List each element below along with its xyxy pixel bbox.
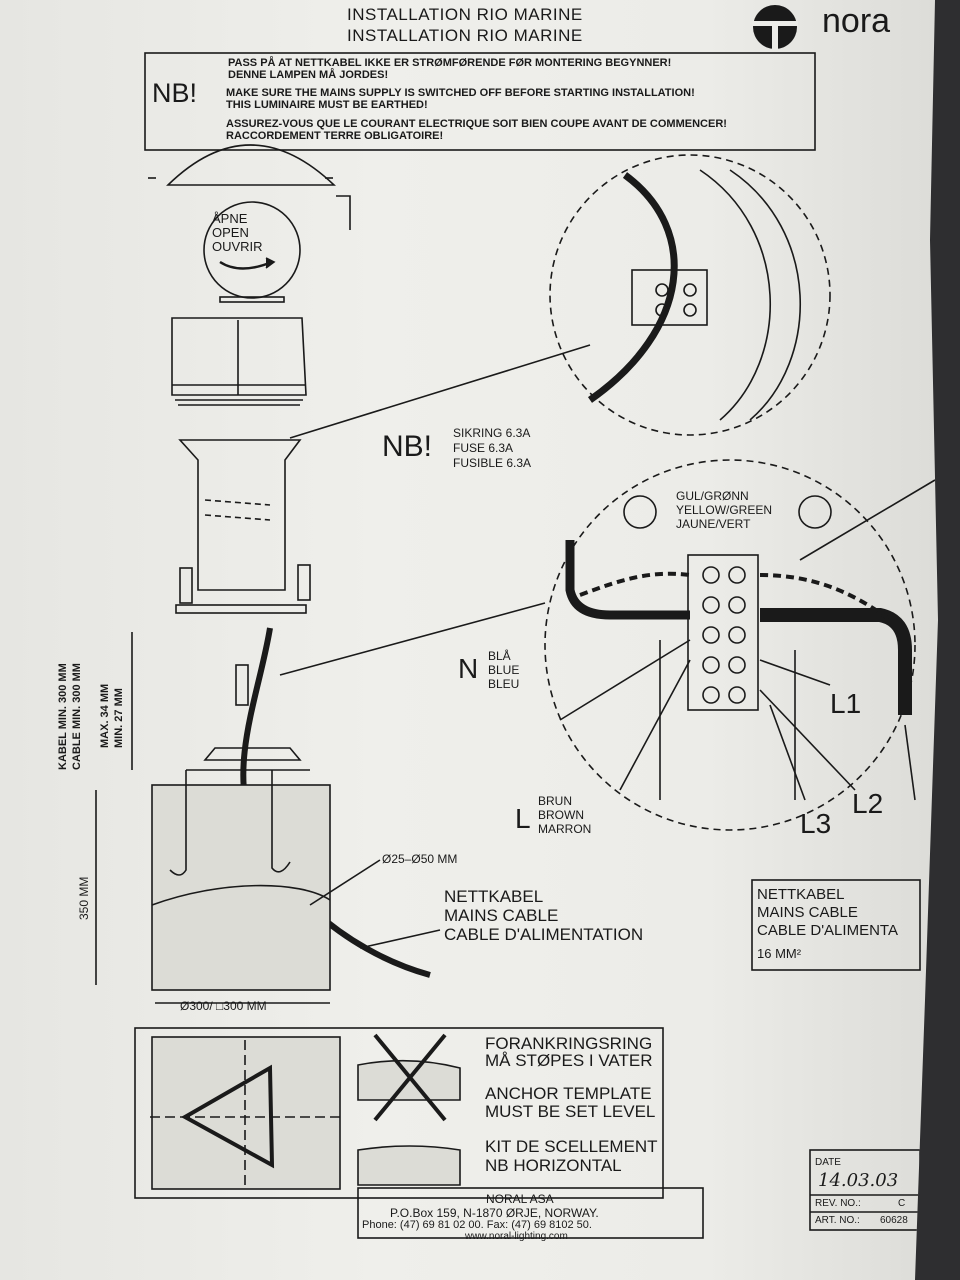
title-line-2: INSTALLATION RIO MARINE (347, 26, 583, 45)
mains-cable-fr: CABLE D'ALIMENTATION (444, 925, 644, 944)
mains-cable-en: MAINS CABLE (444, 906, 559, 925)
brand-name: nora (822, 2, 891, 40)
instruction-sheet: INSTALLATION RIO MARINE INSTALLATION RIO… (0, 0, 938, 1280)
anchor-line-6: NB HORIZONTAL (485, 1156, 622, 1175)
conduit-dim: Ø25–Ø50 MM (382, 852, 458, 866)
footer-web: www.noral-lighting.com (465, 1231, 568, 1242)
fuse-terminal-block (631, 269, 708, 326)
live-fr: MARRON (538, 822, 592, 836)
warning-box (144, 52, 816, 151)
open-label-no: ÅPNE (212, 211, 248, 226)
anchor-line-2: MÅ STØPES I VATER (485, 1051, 653, 1070)
base-dim: Ø300/ □300 MM (180, 999, 267, 1013)
anchor-line-3: ANCHOR TEMPLATE (485, 1084, 652, 1103)
fuse-detail-circle (549, 154, 831, 436)
earth-label-en: YELLOW/GREEN (676, 503, 773, 517)
depth-dim: 350 MM (77, 876, 91, 920)
phase-l3: L3 (800, 808, 832, 839)
neutral-no: BLÅ (488, 649, 511, 663)
live-no: BRUN (538, 794, 573, 808)
earth-label-no: GUL/GRØNN (676, 489, 749, 503)
anchor-line-4: MUST BE SET LEVEL (485, 1102, 656, 1121)
warning-fr-1: ASSUREZ-VOUS QUE LE COURANT ELECTRIQUE S… (226, 118, 727, 130)
fuse-line-2: FUSE 6.3A (453, 441, 514, 455)
open-label-en: OPEN (212, 225, 249, 240)
footer-box (357, 1187, 704, 1239)
earth-label-fr: JAUNE/VERT (676, 517, 751, 531)
min-dim: MIN. 27 MM (113, 688, 125, 748)
max-dim: MAX. 34 MM (99, 683, 111, 748)
anchor-line-5: KIT DE SCELLEMENT (485, 1137, 658, 1156)
warning-nb: NB! (152, 78, 198, 108)
wiring-detail-circle (544, 459, 916, 831)
nora-logo (752, 5, 798, 50)
rev-value: C (898, 1198, 906, 1209)
reflector (171, 317, 307, 396)
footer-address: P.O.Box 159, N-1870 ØRJE, NORWAY. (390, 1206, 599, 1220)
title-line-1: INSTALLATION RIO MARINE (347, 5, 583, 24)
open-label-fr: OUVRIR (212, 239, 263, 254)
cable-dim-no: KABEL MIN. 300 MM (57, 663, 69, 770)
anchor-template-box (134, 1027, 664, 1199)
footer-company: NORAL ASA (486, 1192, 554, 1206)
cable-dim-en: CABLE MIN. 300 MM (71, 663, 83, 770)
neutral-fr: BLEU (488, 677, 520, 691)
warning-fr-2: RACCORDEMENT TERRE OBLIGATOIRE! (226, 130, 444, 142)
date-label: DATE (815, 1157, 841, 1168)
mains-box-size: 16 MM² (757, 946, 802, 961)
fuse-line-1: SIKRING 6.3A (453, 426, 531, 440)
mains-cable-no: NETTKABEL (444, 887, 544, 906)
warning-no-2: DENNE LAMPEN MÅ JORDES! (228, 69, 389, 81)
phase-l1: L1 (830, 688, 862, 719)
dome-cover (166, 144, 337, 186)
globe (203, 201, 301, 299)
warning-en-2: THIS LUMINAIRE MUST BE EARTHED! (226, 99, 428, 111)
date-value: 14.03.03 (818, 1170, 899, 1191)
column (178, 439, 302, 591)
wiring-terminal-block (687, 554, 759, 711)
mains-cable-box (751, 879, 921, 971)
mains-box-no: NETTKABEL (757, 886, 845, 903)
art-value: 60628 (880, 1215, 908, 1226)
live-en: BROWN (538, 808, 584, 822)
neutral-en: BLUE (488, 663, 520, 677)
fuse-line-3: FUSIBLE 6.3A (453, 456, 532, 470)
anchor-line-1: FORANKRINGSRING (485, 1034, 653, 1053)
art-label: ART. NO.: (815, 1215, 860, 1226)
footer-phone: Phone: (47) 69 81 02 00. Fax: (47) 69 81… (362, 1219, 592, 1231)
mains-box-fr: CABLE D'ALIMENTA (757, 922, 898, 939)
warning-no-1: PASS PÅ AT NETTKABEL IKKE ER STRØMFØREND… (228, 57, 672, 69)
warning-en-1: MAKE SURE THE MAINS SUPPLY IS SWITCHED O… (226, 87, 695, 99)
phase-l2: L2 (852, 788, 884, 819)
concrete-foundation (151, 784, 331, 991)
fuse-nb: NB! (382, 430, 433, 463)
live-letter: L (515, 803, 531, 834)
mains-box-en: MAINS CABLE (757, 904, 858, 921)
rev-label: REV. NO.: (815, 1198, 861, 1209)
technical-drawing (95, 5, 936, 1239)
neutral-letter: N (458, 653, 479, 684)
